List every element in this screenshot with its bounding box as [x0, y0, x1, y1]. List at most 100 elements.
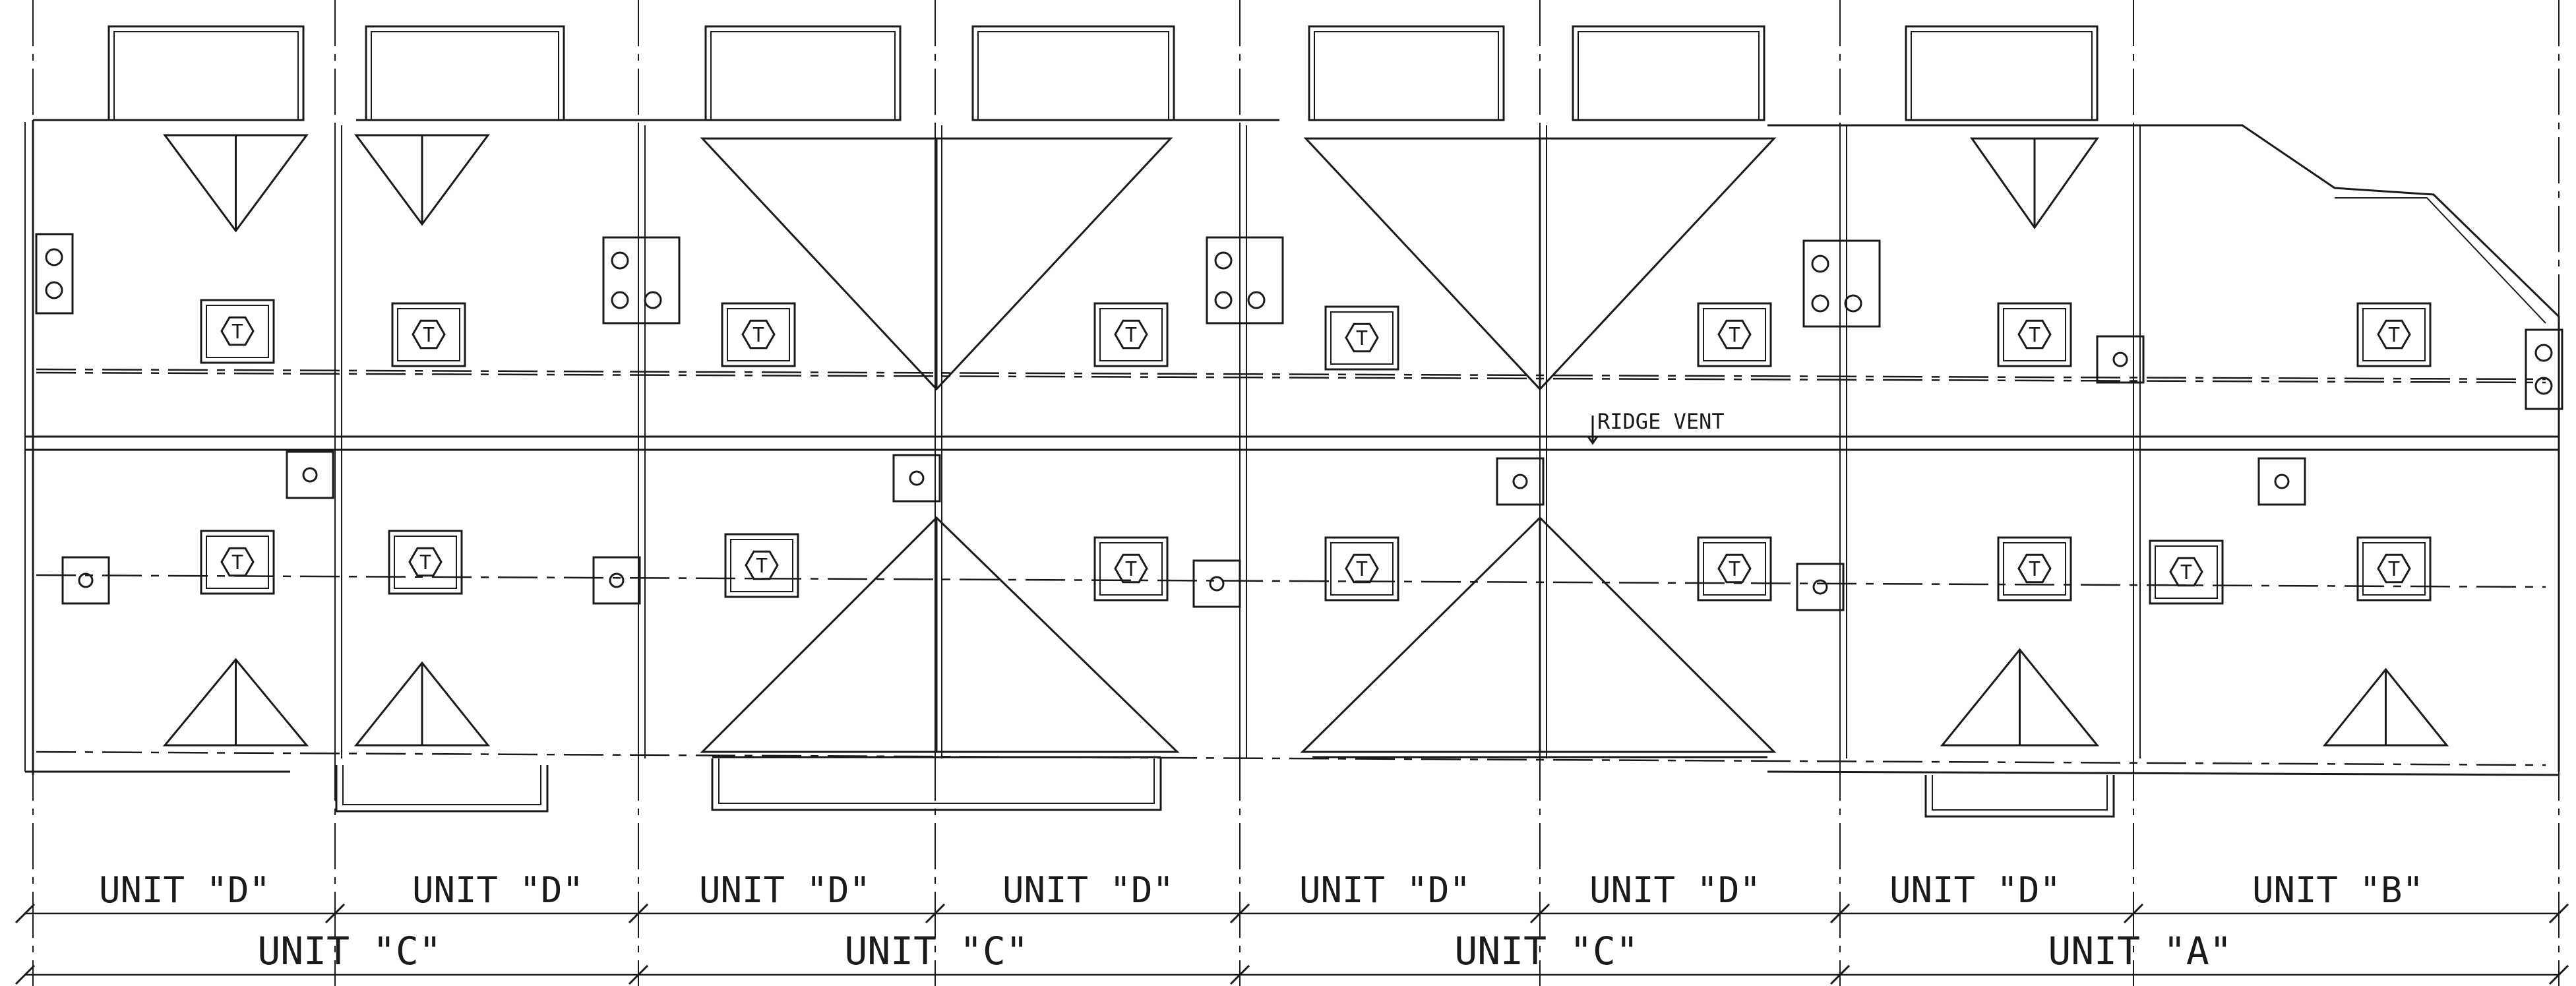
- tile-label: T: [1125, 558, 1137, 581]
- tile-frame: [721, 302, 796, 367]
- tile-frame: [1324, 536, 1399, 601]
- drain-box: [1192, 559, 1241, 608]
- vent-hole: [45, 248, 63, 266]
- tile-icon: T: [1093, 536, 1169, 601]
- tile-hex: [2017, 553, 2052, 584]
- dim-tick-lower-4: [2548, 964, 2569, 985]
- roof-linework: [15, 0, 2569, 986]
- tile-frame-inner: [2362, 308, 2426, 361]
- balcony-box-inner-5: [1578, 31, 1760, 121]
- tile-frame-inner: [206, 305, 269, 358]
- drain-box: [2257, 457, 2306, 506]
- dim-tick-upper-3: [925, 903, 946, 924]
- tile-frame-inner: [2362, 542, 2426, 596]
- drain-box: [286, 450, 334, 499]
- dim-tick-upper-1: [324, 903, 346, 924]
- vent-panel: [1206, 236, 1284, 324]
- tile-icon: T: [1997, 536, 2072, 601]
- drain-hole: [2112, 352, 2128, 367]
- tile-frame: [1093, 536, 1169, 601]
- lower-unit-labels: UNIT "C" UNIT "C" UNIT "C" UNIT "A": [257, 929, 2232, 973]
- tile-icon: T: [2356, 536, 2432, 601]
- unit-label-d-6: UNIT "D": [1589, 869, 1761, 911]
- drain-hole: [909, 470, 925, 486]
- dim-tick-upper-5: [1529, 903, 1550, 924]
- tile-label: T: [2388, 558, 2400, 581]
- vent-hole: [2534, 344, 2553, 362]
- tile-label: T: [1356, 558, 1368, 581]
- unit-label-d-7: UNIT "D": [1889, 869, 2061, 911]
- drain-hole: [1512, 474, 1528, 489]
- dim-tick-upper-6: [1829, 903, 1851, 924]
- roof-drain-icon: [2096, 335, 2145, 384]
- tile-frame: [1697, 302, 1772, 367]
- balcony-box-inner-3: [977, 31, 1169, 121]
- unit-label-a: UNIT "A": [2048, 929, 2232, 973]
- dim-tick-upper-0: [15, 903, 36, 924]
- drain-box: [1796, 563, 1845, 611]
- tile-frame: [1997, 536, 2072, 601]
- tile-icon: T: [724, 533, 799, 598]
- roof-drain-icon: [892, 454, 941, 503]
- tile-frame-inner: [727, 308, 790, 361]
- upper-unit-labels: UNIT "D" UNIT "D" UNIT "D" UNIT "D" UNIT…: [99, 869, 2424, 911]
- roof-drain-icon: [1192, 559, 1241, 608]
- dim-tick-lower-0: [15, 964, 36, 985]
- tile-frame: [200, 530, 275, 595]
- tile-hex: [220, 547, 255, 577]
- unit-label-d-1: UNIT "D": [99, 869, 270, 911]
- dim-tick-upper-7: [2123, 903, 2144, 924]
- tile-hex: [2017, 319, 2052, 350]
- vent-hole: [2534, 377, 2553, 395]
- balcony-box-5: [1572, 25, 1765, 121]
- tile-frame-inner: [2155, 545, 2218, 599]
- dim-tick-lower-3: [1829, 964, 1851, 985]
- unit-label-d-3: UNIT "D": [699, 869, 871, 911]
- eave-dash-upper: [36, 368, 2546, 381]
- tile-label: T: [2029, 324, 2040, 347]
- tile-label: T: [423, 324, 435, 347]
- tile-icon: T: [1697, 536, 1772, 601]
- tile-hex: [2377, 319, 2411, 350]
- tile-icon: T: [388, 530, 463, 595]
- lower-balcony-inner-2: [1932, 775, 2108, 811]
- dormer-lower-large-0: [700, 516, 1180, 753]
- unit-label-d-4: UNIT "D": [1002, 869, 1174, 911]
- balcony-box-0: [107, 25, 305, 121]
- tile-label: T: [2029, 558, 2040, 581]
- tile-icon: T: [391, 302, 466, 367]
- tile-icon: T: [1324, 536, 1399, 601]
- drain-hole: [2274, 474, 2290, 489]
- dim-tick-upper-2: [628, 903, 649, 924]
- lower-balcony-inner-0: [342, 765, 541, 805]
- balcony-box-inner-4: [1314, 31, 1499, 121]
- vent-hole: [611, 251, 629, 270]
- roof-edge-right-inner: [2335, 197, 2546, 324]
- tile-icon: T: [1324, 305, 1399, 371]
- tile-hex: [408, 547, 443, 577]
- roof-drain-icon: [286, 450, 334, 499]
- tile-label: T: [2388, 324, 2400, 347]
- tile-frame: [1997, 302, 2072, 367]
- vent-hole: [1844, 294, 1862, 313]
- tile-label: T: [231, 321, 243, 344]
- balcony-box-6: [1905, 25, 2099, 121]
- eave-dash-bottom: [36, 751, 2546, 766]
- roof-drain-icon: [1796, 563, 1845, 611]
- eave-bottom: [1767, 770, 2560, 776]
- ridge-vent-callout: RIDGE VENT: [1587, 409, 1725, 445]
- tile-frame-inner: [394, 536, 457, 589]
- balcony-box-inner-0: [113, 31, 299, 121]
- vent-hole: [1214, 291, 1233, 309]
- vent-stack-icon: [602, 236, 681, 324]
- tile-hex: [745, 550, 779, 580]
- tile-hex: [220, 316, 255, 346]
- tile-label: T: [419, 551, 431, 574]
- vent-stack-icon: [1802, 239, 1881, 328]
- vent-hole: [1811, 255, 1829, 273]
- vent-stack-icon: [1206, 236, 1284, 324]
- tile-frame-inner: [397, 308, 460, 361]
- vent-hole: [1811, 294, 1829, 313]
